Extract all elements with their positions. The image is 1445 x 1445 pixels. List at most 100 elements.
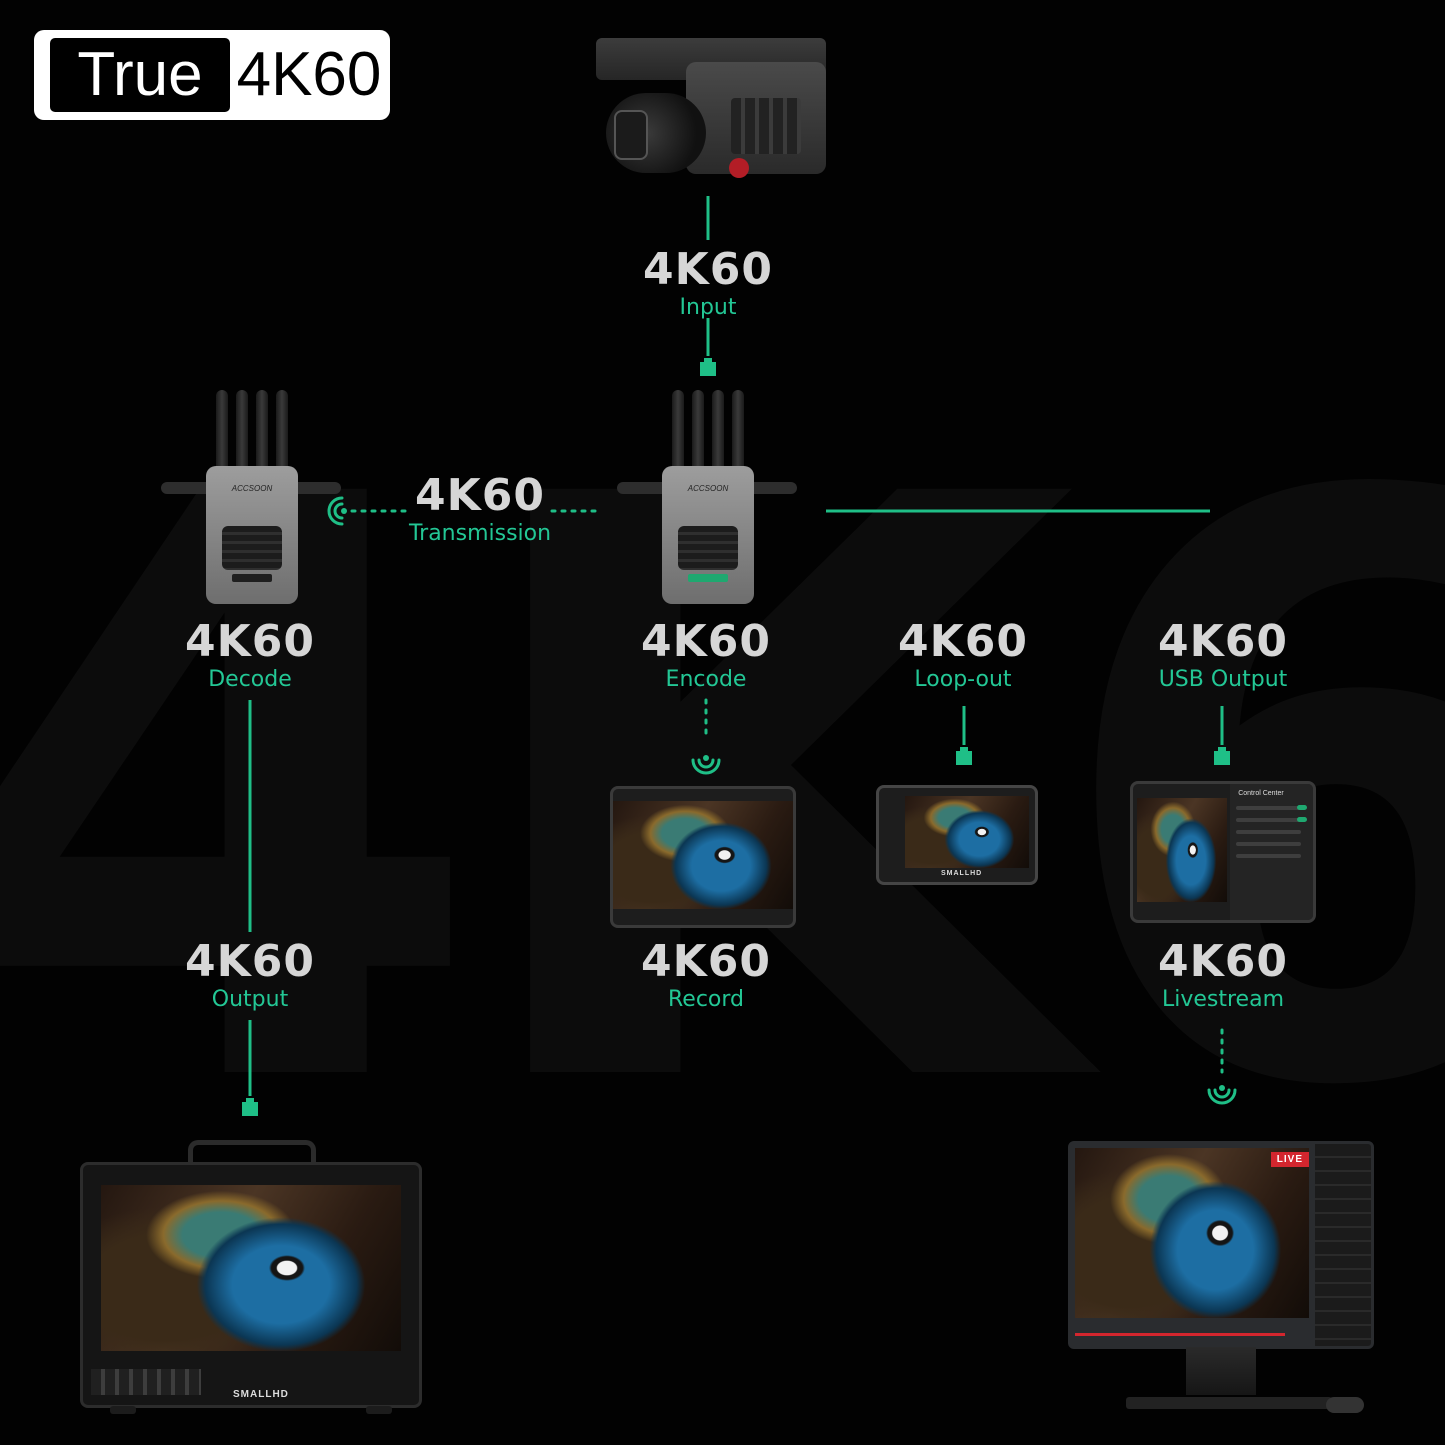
stage-loopout: 4K60 Loop-out bbox=[833, 618, 1093, 694]
cinema-camera bbox=[596, 38, 836, 198]
desktop-stand bbox=[1186, 1347, 1256, 1395]
lens-label-ring bbox=[614, 110, 648, 160]
stage-resolution: 4K60 bbox=[641, 936, 771, 987]
livestream-desktop: LIVE bbox=[1068, 1141, 1378, 1421]
stage-name: Input bbox=[679, 295, 737, 320]
wifi-signal-icon bbox=[1207, 1085, 1237, 1105]
signal-arc bbox=[333, 502, 344, 520]
antenna bbox=[732, 390, 744, 478]
antenna bbox=[672, 390, 684, 478]
monitor-bezel: SMALLHD bbox=[80, 1162, 422, 1408]
recording-tablet bbox=[610, 786, 796, 928]
panel-setting-row bbox=[1236, 806, 1301, 810]
panel-setting-row bbox=[1236, 830, 1301, 834]
plug-body bbox=[1214, 747, 1230, 765]
title-resolution: 4K60 bbox=[236, 40, 382, 109]
stage-resolution: 4K60 bbox=[1158, 616, 1288, 667]
control-tablet: Control Center bbox=[1130, 781, 1316, 923]
field-monitor: SMALLHD bbox=[876, 785, 1038, 885]
signal-dot bbox=[1219, 1085, 1225, 1091]
stage-transmission: 4K60 Transmission bbox=[350, 472, 610, 548]
setting-toggle bbox=[1297, 817, 1307, 822]
panel-setting-row bbox=[1236, 854, 1301, 858]
usb-plug-icon bbox=[1214, 747, 1230, 765]
tablet-preview-image bbox=[613, 801, 793, 909]
cooling-vent bbox=[222, 526, 282, 570]
monitor-preview-image bbox=[905, 796, 1029, 868]
live-chat-panel bbox=[1315, 1144, 1371, 1346]
camera-button-panel bbox=[731, 98, 801, 154]
tablet-preview-image bbox=[1137, 798, 1227, 902]
signal-arc bbox=[1207, 1088, 1237, 1105]
stage-name: Encode bbox=[665, 667, 747, 692]
record-button bbox=[729, 158, 749, 178]
stage-resolution: 4K60 bbox=[185, 616, 315, 667]
transmitter-body: ACCSOON bbox=[662, 466, 754, 604]
status-display bbox=[688, 574, 728, 582]
stage-encode: 4K60 Encode bbox=[576, 618, 836, 694]
antenna bbox=[712, 390, 724, 478]
production-monitor: SMALLHD bbox=[80, 1140, 422, 1420]
signal-arc bbox=[327, 496, 344, 526]
usb-plug-icon bbox=[242, 1098, 258, 1116]
monitor-preview-image bbox=[101, 1185, 401, 1351]
keyboard bbox=[1126, 1397, 1332, 1409]
title-badge: True 4K60 bbox=[34, 30, 390, 120]
stage-resolution: 4K60 bbox=[185, 936, 315, 987]
receiver-brand: ACCSOON bbox=[231, 484, 273, 493]
stage-name: Loop-out bbox=[914, 667, 1012, 692]
antenna bbox=[216, 390, 228, 478]
status-display bbox=[232, 574, 272, 582]
stage-name: USB Output bbox=[1158, 667, 1288, 692]
plug-body bbox=[242, 1098, 258, 1116]
receiver-body: ACCSOON bbox=[206, 466, 298, 604]
usb-plug-icon bbox=[956, 747, 972, 765]
cooling-vent bbox=[678, 526, 738, 570]
monitor-control-strip bbox=[91, 1369, 201, 1395]
stage-name: Livestream bbox=[1161, 987, 1285, 1012]
transmitter-unit: ACCSOON bbox=[617, 390, 797, 604]
stage-input: 4K60 Input bbox=[578, 246, 838, 322]
signal-arc bbox=[697, 758, 715, 769]
signal-dot bbox=[703, 755, 709, 761]
monitor-handle bbox=[188, 1140, 316, 1166]
transmitter-brand: ACCSOON bbox=[687, 484, 729, 493]
control-center-title: Control Center bbox=[1238, 790, 1284, 797]
stage-record: 4K60 Record bbox=[576, 938, 836, 1014]
stage-name: Decode bbox=[208, 667, 292, 692]
mouse bbox=[1326, 1397, 1364, 1413]
signal-arc bbox=[691, 758, 721, 775]
production-monitor-brand: SMALLHD bbox=[233, 1389, 289, 1400]
signal-dot bbox=[341, 508, 347, 514]
stage-usb-output: 4K60 USB Output bbox=[1093, 618, 1353, 694]
wifi-signal-icon bbox=[327, 496, 347, 526]
antenna bbox=[276, 390, 288, 478]
receiver-unit: ACCSOON bbox=[161, 390, 341, 604]
wifi-signal-icon bbox=[691, 755, 721, 775]
desktop-display: LIVE bbox=[1068, 1141, 1374, 1349]
stage-resolution: 4K60 bbox=[898, 616, 1028, 667]
panel-setting-row bbox=[1236, 842, 1301, 846]
signal-arc bbox=[1213, 1088, 1231, 1099]
stage-output: 4K60 Output bbox=[120, 938, 380, 1014]
live-badge: LIVE bbox=[1270, 1152, 1309, 1167]
stage-name: Output bbox=[211, 987, 289, 1012]
plug-body bbox=[700, 358, 716, 376]
stage-name: Transmission bbox=[408, 521, 552, 546]
plug-body bbox=[956, 747, 972, 765]
title-word: True bbox=[50, 38, 230, 112]
stage-resolution: 4K60 bbox=[415, 470, 545, 521]
setting-toggle bbox=[1297, 805, 1307, 810]
stream-progress-bar bbox=[1075, 1333, 1285, 1336]
usb-plug-icon bbox=[700, 358, 716, 376]
stage-resolution: 4K60 bbox=[641, 616, 771, 667]
monitor-foot bbox=[366, 1406, 392, 1414]
field-monitor-brand: SMALLHD bbox=[941, 870, 983, 877]
stage-resolution: 4K60 bbox=[643, 244, 773, 295]
stage-decode: 4K60 Decode bbox=[120, 618, 380, 694]
antenna bbox=[236, 390, 248, 478]
stage-resolution: 4K60 bbox=[1158, 936, 1288, 987]
stage-name: Record bbox=[667, 987, 744, 1012]
antenna bbox=[692, 390, 704, 478]
